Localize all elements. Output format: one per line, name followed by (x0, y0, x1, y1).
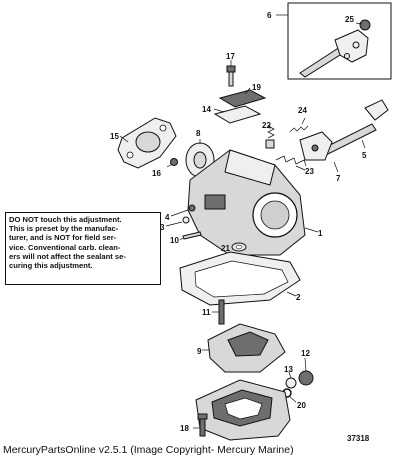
callout-17: 17 (226, 52, 235, 61)
callout-20: 20 (297, 401, 306, 410)
spring-22 (267, 125, 275, 139)
callout-8: 8 (196, 129, 201, 138)
warning-line: turer, and is NOT for field ser- (9, 233, 117, 243)
needle-10 (182, 231, 202, 240)
screw-3 (182, 216, 190, 224)
callout-23: 23 (305, 167, 314, 176)
warning-line: vice. Conventional carb. clean- (9, 242, 121, 252)
callout-12: 12 (301, 349, 310, 358)
callout-10: 10 (170, 236, 179, 245)
warning-line: curing this adjustment. (9, 261, 93, 271)
callout-21: 21 (221, 244, 230, 253)
callout-9: 9 (197, 347, 202, 356)
clip-4 (188, 204, 196, 212)
callout-4: 4 (165, 213, 170, 222)
callout-13: 13 (284, 365, 293, 374)
callout-25: 25 (345, 15, 354, 24)
copyright-footer: MercuryPartsOnline v2.5.1 (Image Copyrig… (3, 444, 294, 456)
warning-line: DO NOT touch this adjustment. (9, 215, 122, 224)
pin-11 (218, 299, 225, 325)
adjustment-warning-box: DO NOT touch this adjustment. This is pr… (5, 212, 161, 285)
callout-1: 1 (318, 229, 323, 238)
plug-12 (298, 370, 314, 386)
screw-18 (199, 417, 206, 437)
diagram-number: 37318 (347, 434, 370, 443)
callout-5: 5 (362, 151, 367, 160)
screw-17 (226, 65, 236, 73)
callout-14: 14 (202, 105, 211, 114)
callout-16: 16 (152, 169, 161, 178)
warning-line: ers will not affect the sealant se- (9, 251, 126, 261)
callout-19: 19 (252, 83, 261, 92)
callout-3: 3 (160, 223, 165, 232)
spring-23 (275, 155, 307, 167)
screw-16 (170, 158, 178, 166)
callout-7: 7 (336, 174, 341, 183)
callout-18: 18 (180, 424, 189, 433)
callout-6: 6 (267, 11, 272, 20)
cover-plate-19 (218, 89, 267, 108)
washer-13 (285, 377, 297, 389)
callout-24: 24 (298, 106, 307, 115)
warning-line: This is preset by the manufac- (9, 224, 119, 234)
callout-11: 11 (202, 308, 211, 317)
gasket-14 (213, 105, 262, 124)
callout-2: 2 (296, 293, 301, 302)
spring-24 (289, 125, 309, 133)
callout-22: 22 (262, 121, 271, 130)
callout-15: 15 (110, 132, 119, 141)
